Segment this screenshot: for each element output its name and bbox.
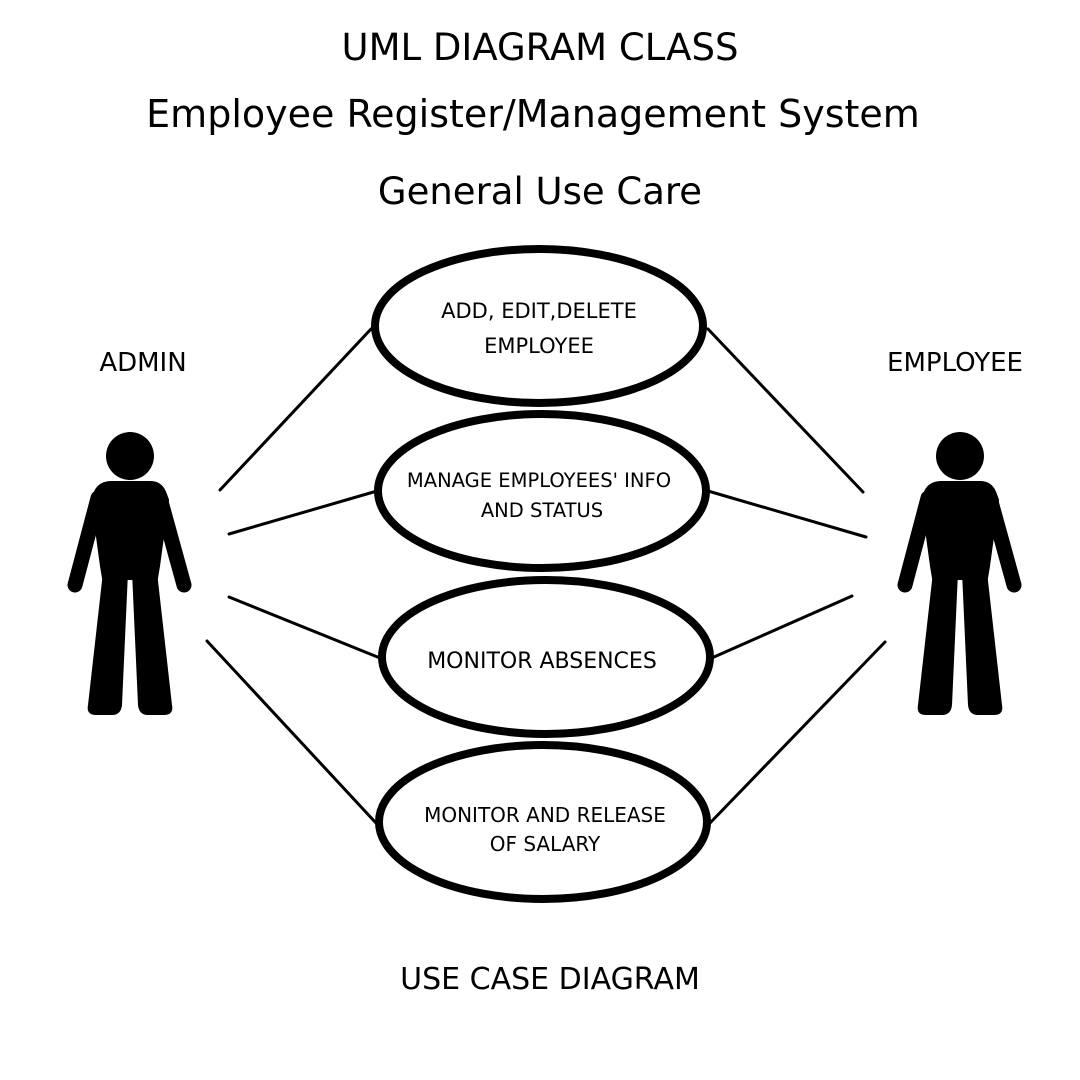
use-case-label: MANAGE EMPLOYEES' INFO: [407, 469, 671, 492]
use-case-uc4: MONITOR AND RELEASE OF SALARY: [375, 741, 711, 903]
association-admin-uc4: [205, 639, 378, 825]
association-employee-uc3: [712, 594, 854, 659]
association-admin-uc3: [227, 595, 382, 660]
association-employee-uc2: [706, 489, 868, 539]
person-icon: [897, 432, 1022, 715]
use-case-label: MONITOR ABSENCES: [427, 649, 657, 674]
use-case-ellipse: [374, 410, 710, 572]
association-admin-uc2: [227, 489, 379, 536]
association-employee-uc4: [708, 640, 887, 825]
use-case-ellipse: [371, 245, 707, 407]
diagram-subtitle: Employee Register/Management System: [146, 92, 920, 136]
association-lines: [205, 327, 887, 825]
use-case-uc1: ADD, EDIT,DELETE EMPLOYEE: [371, 245, 707, 407]
person-icon: [67, 432, 192, 715]
actor-label: ADMIN: [99, 348, 186, 378]
use-case-label: AND STATUS: [481, 499, 603, 522]
diagram-caption: USE CASE DIAGRAM: [400, 962, 700, 997]
actor-employee: EMPLOYEE: [887, 348, 1023, 715]
use-case-uc2: MANAGE EMPLOYEES' INFO AND STATUS: [374, 410, 710, 572]
actor-admin: ADMIN: [67, 348, 192, 715]
association-employee-uc1: [706, 327, 865, 494]
use-case-ellipse: [375, 741, 711, 903]
association-admin-uc1: [218, 327, 373, 492]
use-case-label: MONITOR AND RELEASE: [424, 803, 666, 827]
actor-label: EMPLOYEE: [887, 348, 1023, 378]
use-case-ellipse: [378, 576, 714, 738]
diagram-title: UML DIAGRAM CLASS: [341, 26, 739, 69]
use-case-label: OF SALARY: [490, 832, 601, 856]
use-case-label: ADD, EDIT,DELETE: [441, 299, 637, 323]
diagram-scope: General Use Care: [377, 170, 703, 213]
use-case-uc3: MONITOR ABSENCES: [378, 576, 714, 738]
use-case-label: EMPLOYEE: [484, 334, 594, 358]
